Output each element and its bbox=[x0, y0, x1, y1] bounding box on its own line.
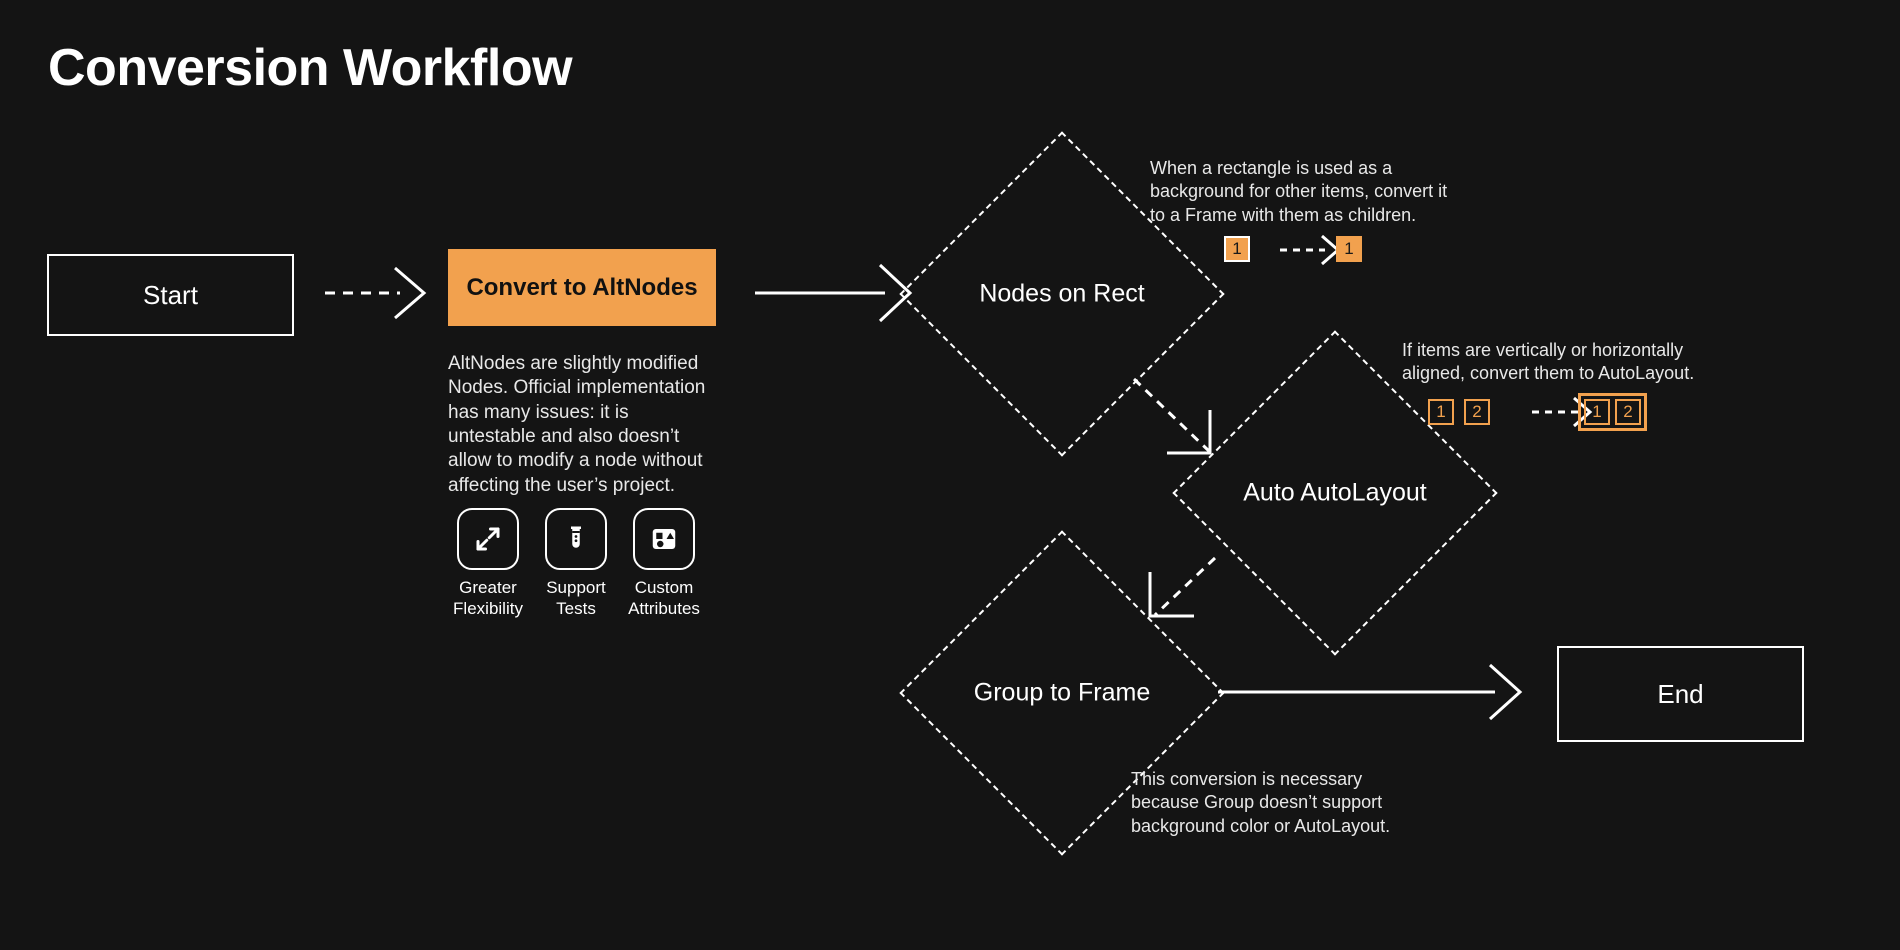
connector-start-to-convert bbox=[325, 266, 427, 320]
feature-label-line2: Flexibility bbox=[453, 598, 523, 618]
feature-card-list: Greater Flexibility Support Tests bbox=[452, 508, 700, 619]
feature-label-line1: Greater bbox=[459, 578, 517, 597]
feature-card-frame bbox=[633, 508, 695, 570]
annotation-group-note-text: This conversion is necessary because Gro… bbox=[1131, 769, 1391, 836]
connector-convert-to-nodes-on-rect bbox=[755, 263, 913, 323]
node-auto-autolayout[interactable]: Auto AutoLayout bbox=[1172, 330, 1498, 656]
badge-before-1: 1 bbox=[1428, 399, 1454, 425]
node-auto-autolayout-label: Auto AutoLayout bbox=[1243, 478, 1427, 507]
feature-label: Greater Flexibility bbox=[453, 578, 523, 619]
node-nodes-on-rect[interactable]: Nodes on Rect bbox=[899, 131, 1225, 457]
node-end[interactable]: End bbox=[1557, 646, 1804, 742]
badge-after-1: 1 bbox=[1584, 399, 1610, 425]
badge-pair-after-frame: 1 2 bbox=[1578, 393, 1647, 431]
annotation-rect-to-frame-text: When a rectangle is used as a background… bbox=[1150, 158, 1448, 225]
feature-custom-attributes[interactable]: Custom Attributes bbox=[628, 508, 700, 619]
shapes-panel-icon bbox=[652, 529, 676, 549]
badge-pair-before: 1 2 bbox=[1428, 399, 1490, 425]
node-start-label: Start bbox=[143, 279, 198, 310]
annotation-rect-badges: 1 1 bbox=[1224, 236, 1362, 262]
node-convert-label: Convert to AltNodes bbox=[466, 273, 698, 301]
convert-note-text: AltNodes are slightly modified Nodes. Of… bbox=[448, 353, 706, 496]
badge-after-1: 1 bbox=[1336, 236, 1362, 262]
feature-label-line1: Support bbox=[546, 578, 606, 597]
node-group-to-frame-label: Group to Frame bbox=[973, 678, 1151, 707]
page-title: Conversion Workflow bbox=[48, 39, 573, 97]
node-start[interactable]: Start bbox=[47, 254, 294, 336]
node-group-to-frame[interactable]: Group to Frame bbox=[899, 530, 1225, 856]
node-nodes-on-rect-label: Nodes on Rect bbox=[979, 279, 1145, 308]
connector-group-to-frame-to-end bbox=[1218, 663, 1523, 721]
feature-card-frame bbox=[545, 508, 607, 570]
feature-label: Support Tests bbox=[546, 578, 606, 619]
expand-arrows-icon bbox=[476, 527, 500, 551]
badge-before-1: 1 bbox=[1224, 236, 1250, 262]
annotation-autolayout-badges: 1 2 1 2 bbox=[1428, 393, 1647, 431]
node-end-label: End bbox=[1657, 678, 1704, 709]
annotation-align-to-autolayout-text: If items are vertically or horizontally … bbox=[1402, 340, 1695, 384]
feature-label-line2: Attributes bbox=[628, 598, 700, 618]
feature-card-frame bbox=[457, 508, 519, 570]
feature-label-line2: Tests bbox=[556, 598, 596, 618]
badge-after-2: 2 bbox=[1615, 399, 1641, 425]
test-tube-icon bbox=[571, 526, 581, 548]
feature-label-line1: Custom bbox=[634, 578, 694, 597]
node-convert-to-altnodes[interactable]: Convert to AltNodes bbox=[448, 249, 716, 326]
badge-before-2: 2 bbox=[1464, 399, 1490, 425]
feature-support-tests[interactable]: Support Tests bbox=[540, 508, 612, 619]
feature-greater-flexibility[interactable]: Greater Flexibility bbox=[452, 508, 524, 619]
feature-label: Custom Attributes bbox=[628, 578, 700, 619]
